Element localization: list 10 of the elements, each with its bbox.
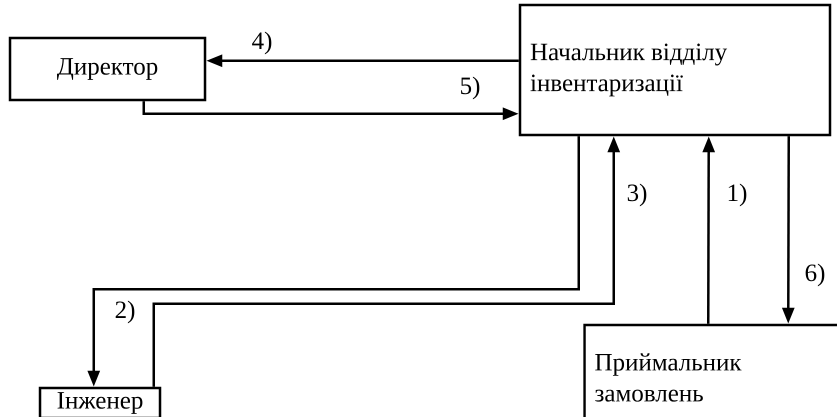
edge-label: 1) [728,184,746,206]
process-box: Директор [8,36,206,102]
edge-label: 4) [252,32,272,54]
process-box: Начальник відділу інвентаризації [518,4,832,136]
edge-label: 5) [461,76,480,100]
process-box: Інженер [38,386,162,417]
edge-label: 3) [628,184,646,206]
process-box: Приймальник замовлень [583,324,837,417]
edge-label: 2) [116,300,134,324]
edge-label: 6) [806,264,824,286]
